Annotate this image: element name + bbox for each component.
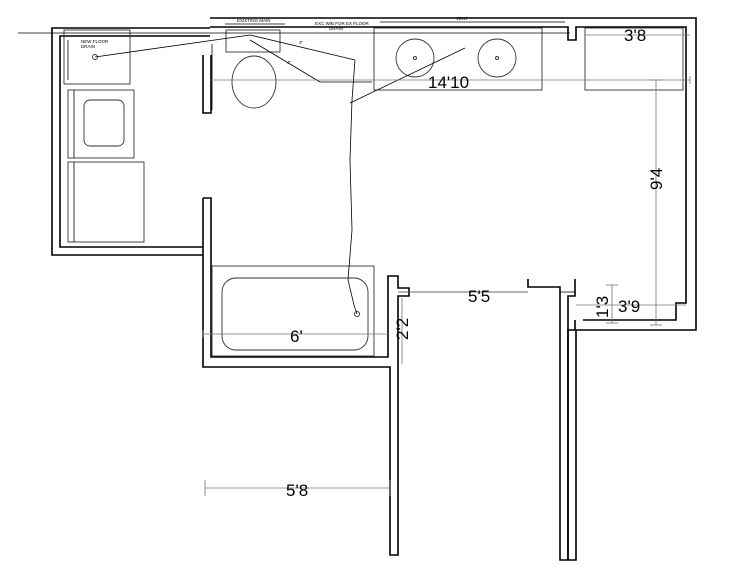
tub-drain-icon xyxy=(354,311,360,317)
dim-label-3-9: 3'9 xyxy=(618,297,640,316)
dim-label-9-4: 9'4 xyxy=(647,168,666,190)
sink-right-basin xyxy=(477,38,517,78)
note-exc-floor-drain: EXC W/B FOR EX FLOOR xyxy=(315,21,370,26)
sink-right-drain xyxy=(495,56,499,60)
bathtub xyxy=(211,265,375,357)
dimension-lines xyxy=(202,34,691,496)
plumbing-lines xyxy=(18,21,570,315)
note-new-floor-drain: NEW FLOOR xyxy=(81,39,109,44)
toilet-bowl xyxy=(231,55,277,109)
dim-label-2-2: 2'2 xyxy=(393,318,412,340)
wall-right-corridor xyxy=(527,279,576,561)
bathtub-basin xyxy=(221,277,369,351)
wall-right-corridor-b xyxy=(567,320,583,561)
pipe-to-sinks xyxy=(349,47,466,104)
pipe-to-tub xyxy=(347,59,358,315)
note-exc-floor-drain-2: DRAIN xyxy=(329,26,343,31)
note-pipe-4in: 4" xyxy=(287,60,292,65)
walls xyxy=(51,17,697,561)
pipe-floor-drain xyxy=(94,34,251,58)
wall-top-outer xyxy=(210,17,697,331)
vanity-counter xyxy=(373,27,543,91)
dim-label-1-3: 1'3 xyxy=(593,296,612,318)
fixtures xyxy=(63,27,684,357)
cabinet-floor-drain xyxy=(63,29,131,85)
note-existing-main: EXISTING MAIN xyxy=(237,18,271,23)
wall-divider-lower xyxy=(202,197,410,556)
wall-top-inner xyxy=(210,26,687,321)
dim-label-14-10: 14'10 xyxy=(428,73,469,92)
dim-label-6: 6' xyxy=(290,327,303,346)
toilet-tank xyxy=(225,29,281,53)
pipe-main-b xyxy=(249,39,321,83)
dim-label-3-8: 3'8 xyxy=(624,26,646,45)
wall-left-room-inner xyxy=(59,35,210,248)
note-new-floor-drain-2: DRAIN xyxy=(81,44,95,49)
dryer xyxy=(67,161,145,243)
washer-drum xyxy=(83,99,125,147)
pipe-main-a xyxy=(249,34,356,61)
bench-right xyxy=(584,27,684,91)
wall-left-room-outer xyxy=(51,27,210,256)
sink-left-drain xyxy=(413,56,417,60)
wall-divider-upper xyxy=(202,55,212,114)
dim-label-5-5: 5'5 xyxy=(468,287,490,306)
dim-label-5-8: 5'8 xyxy=(286,481,308,500)
note-labels: NEW FLOOR DRAIN EXISTING MAIN EXC W/B FO… xyxy=(81,16,468,65)
sink-left-basin xyxy=(395,38,435,78)
washer xyxy=(67,89,135,159)
note-pipe-3in: 3" xyxy=(299,40,304,45)
note-vent: VENT xyxy=(456,16,468,21)
dimension-labels: 3'8 14'10 9'4 5'5 1'3 3'9 6' 2'2 5'8 xyxy=(286,26,666,500)
